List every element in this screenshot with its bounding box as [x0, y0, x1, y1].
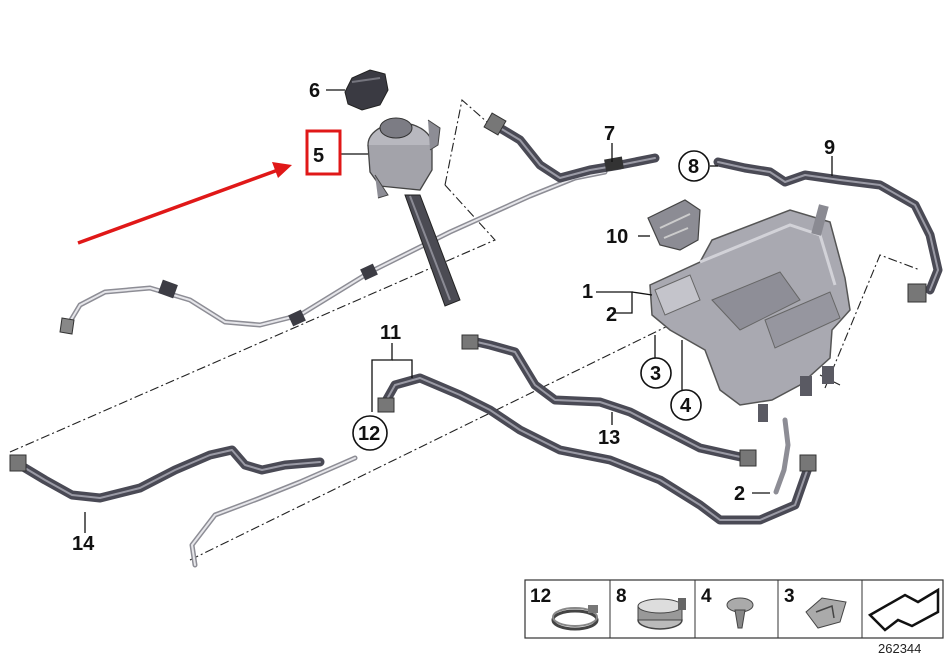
callout-3: 3 — [650, 363, 661, 385]
assembly-lines — [9, 98, 921, 561]
callout-13: 13 — [598, 427, 620, 449]
callout-8: 8 — [688, 156, 699, 178]
legend-item-4-label: 4 — [701, 586, 712, 607]
callouts: 6 5 7 8 9 10 1 2 3 4 11 12 13 2 14 — [72, 80, 835, 555]
legend-item-8-label: 8 — [616, 586, 627, 607]
callout-5: 5 — [313, 145, 324, 167]
callout-12: 12 — [358, 423, 380, 445]
callout-4-circle — [670, 389, 702, 421]
callout-12-circle — [352, 415, 388, 451]
callout-14: 14 — [72, 533, 95, 555]
callout-11: 11 — [380, 322, 401, 344]
callout-2-lower: 2 — [734, 483, 745, 505]
leader-lines — [84, 89, 833, 533]
arrow-symbol-icon — [867, 587, 940, 632]
coolant-hoses — [9, 112, 943, 525]
band-clamp-icon — [637, 598, 686, 630]
callout-4: 4 — [680, 395, 692, 417]
callout-10: 10 — [606, 226, 628, 248]
legend-item-3-label: 3 — [784, 586, 795, 607]
spring-nut-icon — [805, 597, 847, 629]
callout-7: 7 — [604, 123, 615, 145]
metal-pipe — [59, 169, 791, 568]
bracket-part — [647, 199, 701, 251]
callout-1: 1 — [582, 281, 593, 303]
callout-8-circle — [678, 150, 710, 182]
filler-neck — [344, 69, 461, 307]
parts-legend: 12 8 4 3 — [524, 579, 944, 639]
callout-2-upper: 2 — [606, 304, 617, 326]
highlight-box — [305, 129, 342, 176]
red-arrow — [77, 162, 292, 245]
expansion-tank — [649, 204, 851, 422]
legend-item-12-label: 12 — [530, 586, 551, 607]
hose-clamp-icon — [551, 605, 599, 631]
callout-9: 9 — [824, 137, 835, 159]
expanding-rivet-icon — [726, 597, 754, 629]
callout-6: 6 — [309, 80, 320, 102]
callout-3-circle — [640, 357, 672, 389]
reference-number: 262344 — [878, 641, 921, 656]
